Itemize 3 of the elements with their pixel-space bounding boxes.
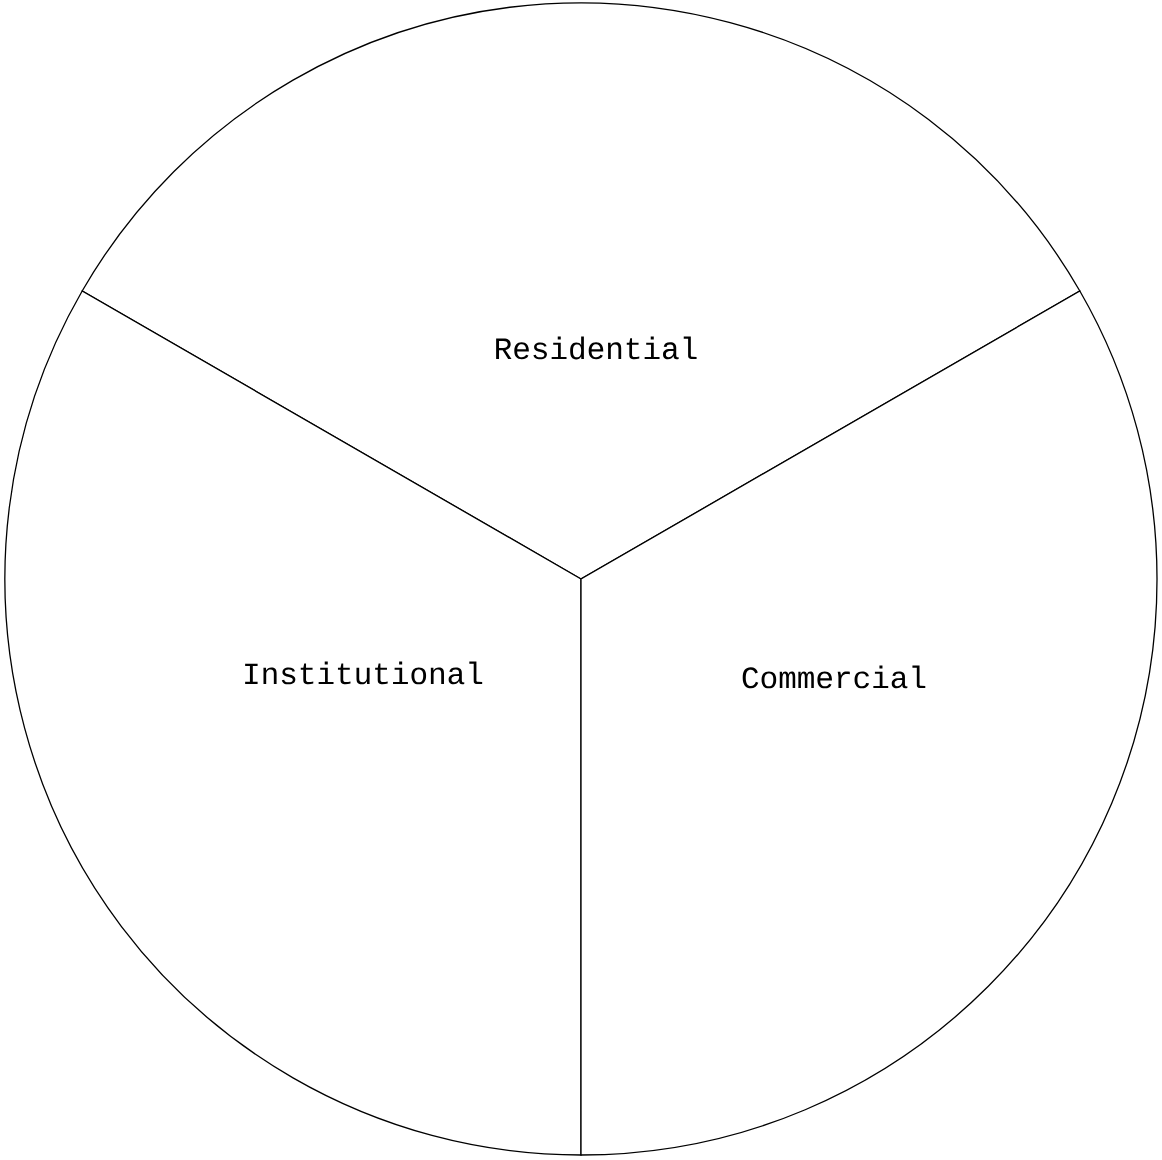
- node-label: Commercial: [742, 665, 926, 689]
- node-label: Institutional: [245, 661, 483, 685]
- pie-slice: Residential: [81, 2, 1081, 580]
